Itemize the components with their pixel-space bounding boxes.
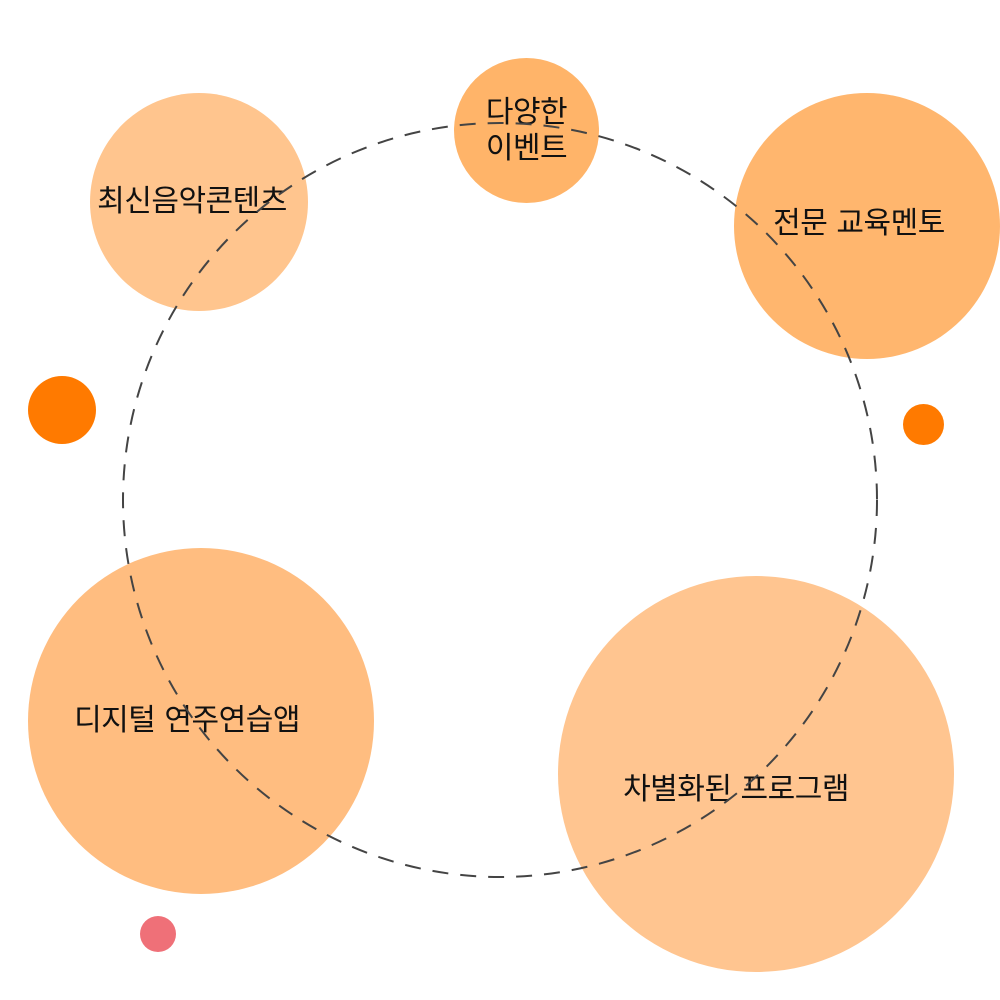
bubble-events-label: 다양한 이벤트 bbox=[485, 94, 568, 167]
bubble-music-content-label-line-1: 최신음악콘텐츠 bbox=[97, 184, 287, 219]
bubble-program-label-line-1: 차별화된 프로그램 bbox=[623, 772, 849, 807]
decor-dot-left bbox=[28, 376, 96, 444]
bubble-practice-app-label-line-1: 디지털 연주연습앱 bbox=[74, 703, 300, 738]
bubble-practice-app: 디지털 연주연습앱 bbox=[28, 548, 374, 894]
decor-dot-bottom bbox=[140, 916, 176, 952]
bubble-events: 다양한 이벤트 bbox=[454, 58, 599, 203]
bubble-mentor-label: 전문 교육멘토 bbox=[773, 206, 945, 242]
bubble-music-content-label: 최신음악콘텐츠 bbox=[97, 184, 287, 220]
bubble-events-label-line-2: 이벤트 bbox=[485, 130, 568, 166]
bubble-practice-app-label: 디지털 연주연습앱 bbox=[74, 703, 300, 739]
bubble-program: 차별화된 프로그램 bbox=[558, 576, 954, 972]
bubble-mentor: 전문 교육멘토 bbox=[734, 93, 1000, 359]
bubble-mentor-label-line-1: 전문 교육멘토 bbox=[773, 206, 945, 241]
bubble-events-label-line-1: 다양한 bbox=[485, 94, 568, 130]
decor-dot-right bbox=[903, 404, 944, 445]
bubble-program-label: 차별화된 프로그램 bbox=[623, 772, 849, 808]
bubble-music-content: 최신음악콘텐츠 bbox=[90, 93, 308, 311]
